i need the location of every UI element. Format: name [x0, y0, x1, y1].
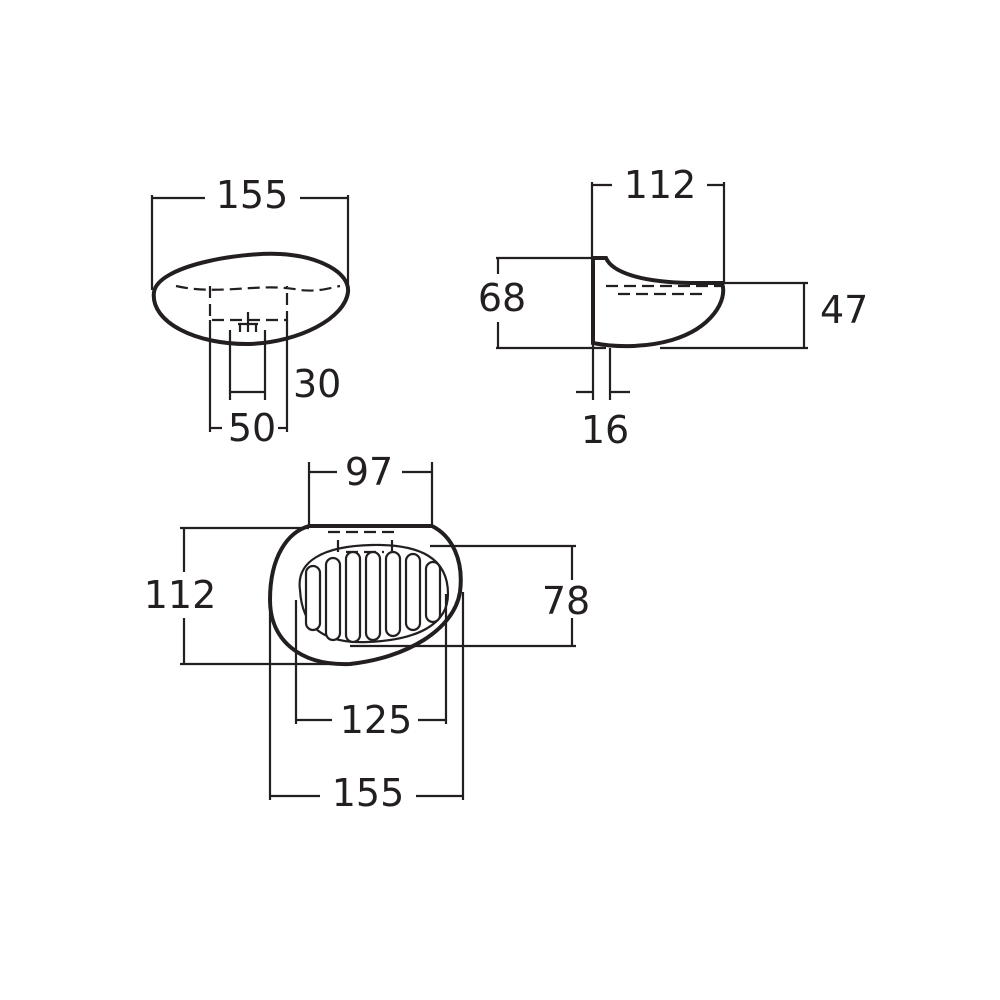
side-thickness-dimension: 16 — [576, 343, 630, 452]
front-width-dimension: 155 — [150, 173, 350, 290]
front-slot-label: 30 — [293, 362, 341, 406]
side-height-label: 68 — [478, 276, 526, 320]
front-view: 155 30 50 — [150, 173, 351, 450]
front-body-outline — [151, 251, 351, 347]
side-body-outline — [591, 256, 726, 349]
grille-slot — [324, 556, 342, 642]
grille-slot — [384, 550, 402, 638]
front-inner-width-dimension: 50 — [208, 320, 289, 450]
side-thickness-label: 16 — [581, 408, 629, 452]
side-front-height-label: 47 — [820, 288, 868, 332]
grille-slot — [344, 550, 362, 644]
grille-slot — [364, 550, 382, 642]
side-depth-label: 112 — [624, 163, 697, 207]
top-depth-label: 112 — [144, 573, 217, 617]
side-view: 112 68 47 16 — [478, 163, 869, 452]
top-grille-depth-label: 78 — [542, 579, 590, 623]
side-height-dimension: 68 — [478, 256, 606, 350]
front-hanger-symbol — [238, 312, 258, 332]
front-width-label: 155 — [216, 173, 289, 217]
top-overall-width-dimension: 155 — [268, 592, 465, 815]
side-front-height-dimension: 47 — [660, 281, 868, 350]
top-opening-width-label: 97 — [345, 450, 393, 494]
top-view: 97 112 — [144, 450, 590, 815]
front-hidden-top-edge — [175, 284, 341, 292]
top-grille — [304, 550, 442, 644]
front-slot-dimension: 30 — [228, 330, 341, 406]
top-depth-dimension: 112 — [144, 526, 350, 666]
grille-slot — [304, 564, 322, 632]
top-grille-width-dimension: 125 — [294, 594, 448, 742]
front-inner-width-label: 50 — [228, 406, 276, 450]
top-overall-width-label: 155 — [332, 771, 405, 815]
grille-slot — [424, 560, 442, 624]
side-depth-dimension: 112 — [590, 163, 726, 283]
grille-slot — [404, 552, 422, 632]
top-opening-width-dimension: 97 — [307, 450, 434, 528]
top-grille-width-label: 125 — [340, 698, 413, 742]
